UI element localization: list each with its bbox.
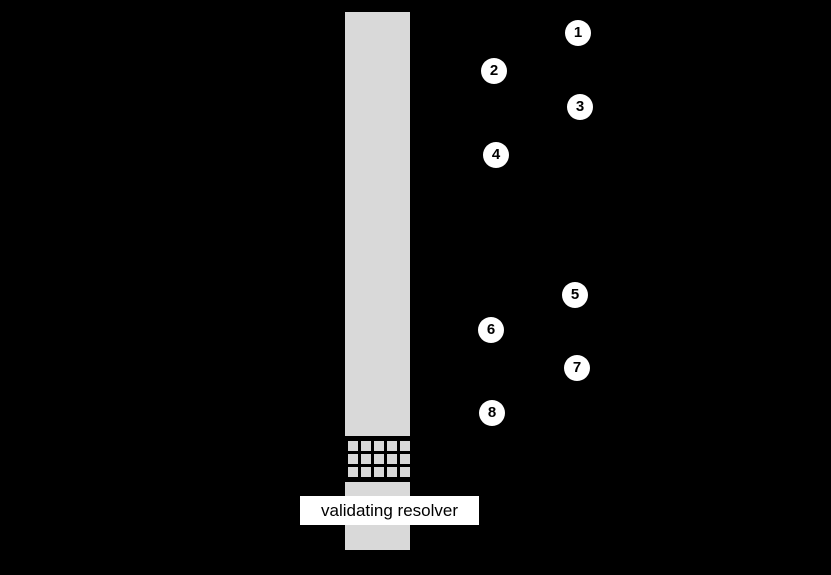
step-badge-6: 6	[478, 317, 504, 343]
step-badge-8: 8	[479, 400, 505, 426]
step-badge-1: 1	[565, 20, 591, 46]
validating-resolver-label: validating resolver	[300, 496, 479, 525]
step-badge-7: 7	[564, 355, 590, 381]
cache-grid-pattern	[345, 438, 410, 480]
step-badge-5: 5	[562, 282, 588, 308]
step-badge-3: 3	[567, 94, 593, 120]
step-badge-2: 2	[481, 58, 507, 84]
step-badge-4: 4	[483, 142, 509, 168]
